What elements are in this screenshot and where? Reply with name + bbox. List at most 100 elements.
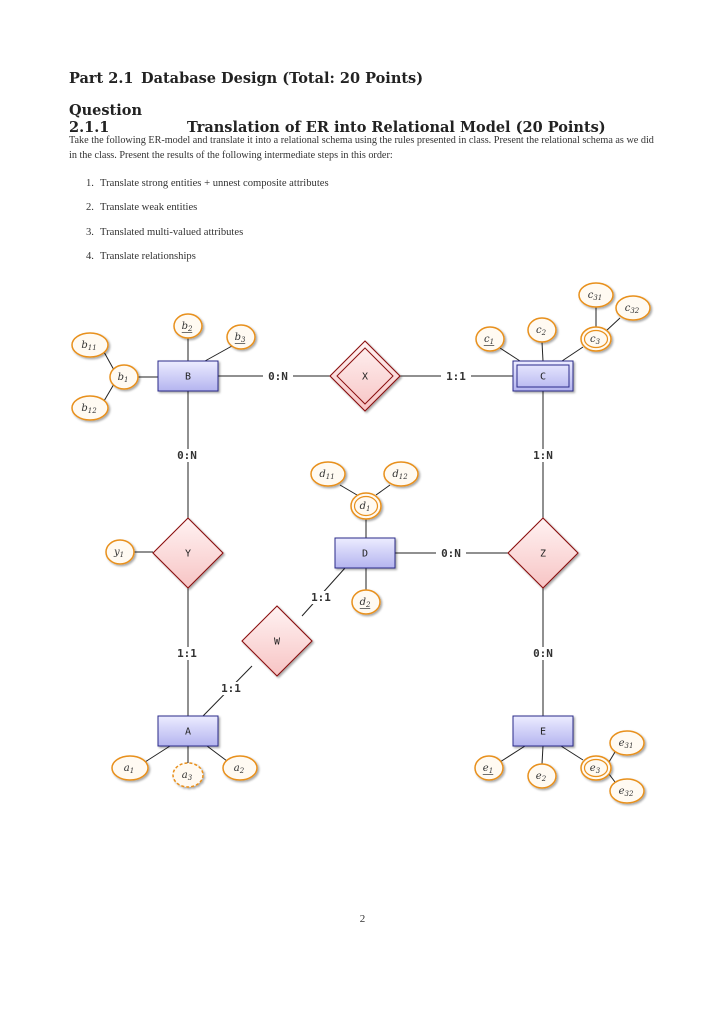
connector-line (499, 347, 521, 362)
connector-line (206, 745, 228, 762)
cardinality-c-z: 1:N (533, 449, 553, 462)
cardinality-a-y: 1:1 (177, 647, 197, 660)
attribute-ellipse (578, 282, 614, 308)
page-number: 2 (359, 913, 366, 925)
cardinality-bg (528, 647, 558, 660)
attribute-b3: b3 (226, 324, 256, 350)
attribute-ellipse (527, 317, 557, 343)
relationship-diamond (152, 517, 224, 589)
relationship-label: Z (540, 549, 546, 560)
connector-line (499, 745, 526, 763)
attribute-label: c3 (590, 334, 601, 346)
attribute-ellipse (474, 755, 504, 781)
entity-d: D (334, 537, 396, 569)
relationship-z: Z (507, 517, 579, 589)
attribute-ellipse (111, 755, 149, 781)
multivalued-inner-ellipse (583, 329, 609, 349)
attribute-ellipse (71, 395, 109, 421)
attribute-a2: a2 (222, 755, 258, 781)
attribute-label: e2 (536, 771, 547, 783)
attribute-e3: e3 (580, 755, 612, 781)
attribute-label: y1 (113, 547, 124, 559)
entity-b: B (157, 360, 219, 392)
attribute-e2: e2 (527, 763, 557, 789)
attribute-ellipse (105, 539, 135, 565)
entity-label: D (362, 549, 368, 560)
attribute-label: c1 (484, 334, 494, 346)
step-item: 1.Translate strong entities + unnest com… (86, 178, 329, 189)
connector-line (103, 383, 115, 402)
relationship-diamond (507, 517, 579, 589)
attribute-label: e32 (619, 786, 634, 798)
attribute-e31: e31 (609, 730, 645, 756)
cardinality-c-x: 1:1 (446, 370, 466, 383)
identifying-inner-diamond (336, 347, 394, 405)
attribute-y1: y1 (105, 539, 135, 565)
cardinality-bg (172, 647, 202, 660)
part-title: Database Design (Total: 20 Points) (141, 70, 424, 87)
attribute-label: c32 (625, 303, 640, 315)
cardinality-bg (436, 547, 466, 560)
attribute-a1: a1 (111, 755, 149, 781)
connector-line (339, 484, 358, 496)
attribute-label: b11 (81, 340, 96, 352)
attribute-ellipse (109, 364, 139, 390)
entity-box (157, 715, 219, 747)
relationship-w: W (241, 605, 313, 677)
attribute-c2: c2 (527, 317, 557, 343)
cardinality-b-x: 0:N (268, 370, 288, 383)
entity-c: C (512, 360, 574, 392)
cardinality-b-y: 0:N (177, 449, 197, 462)
attribute-label: a2 (234, 763, 245, 775)
entity-label: B (185, 372, 191, 383)
connector-line (375, 484, 391, 496)
attribute-label: d1 (360, 501, 371, 513)
attribute-ellipse (383, 461, 419, 487)
connector-line (608, 751, 616, 763)
attribute-b1: b1 (109, 364, 139, 390)
attribute-ellipse (351, 589, 381, 615)
cardinality-bg (528, 449, 558, 462)
relationship-label: Y (185, 549, 191, 560)
attribute-label: a3 (182, 770, 193, 782)
intro-paragraph: Take the following ER-model and translat… (69, 135, 654, 161)
attribute-a3: a3 (172, 762, 204, 788)
relationship-y: Y (152, 517, 224, 589)
step-text: Translate weak entities (100, 202, 198, 214)
cardinality-d-w: 1:1 (311, 591, 331, 604)
relationship-label: X (362, 372, 368, 383)
part-heading: Part 2.1 Database Design (Total: 20 Point… (69, 70, 423, 87)
step-text: Translate relationships (100, 250, 196, 262)
step-item: 2.Translate weak entities (86, 202, 198, 214)
attribute-d1: d1 (350, 492, 382, 520)
attribute-ellipse (71, 332, 109, 358)
cardinality-e-z: 0:N (533, 647, 553, 660)
relationship-diamond (329, 340, 401, 412)
attribute-label: b1 (118, 372, 129, 384)
attribute-label: c2 (536, 325, 547, 337)
connector-line (541, 341, 544, 362)
attribute-c32: c32 (615, 295, 651, 321)
attribute-ellipse (226, 324, 256, 350)
attribute-c3: c3 (580, 326, 612, 352)
attribute-e32: e32 (609, 778, 645, 804)
attribute-label: b2 (182, 321, 193, 333)
attribute-label: e1 (483, 763, 493, 775)
attribute-d12: d12 (383, 461, 419, 487)
question-title: Translation of ER into Relational Model … (187, 119, 606, 136)
entity-box (334, 537, 396, 569)
attribute-label: e3 (590, 763, 601, 775)
attribute-label: e31 (619, 738, 634, 750)
connector-line (608, 773, 616, 783)
attribute-b2: b2 (173, 313, 203, 339)
attribute-d2: d2 (351, 589, 381, 615)
attribute-e1: e1 (474, 755, 504, 781)
part-number: Part 2.1 (69, 70, 134, 87)
entity-box (512, 360, 574, 392)
attribute-b12: b12 (71, 395, 109, 421)
attribute-label: d12 (392, 469, 408, 481)
entity-box (512, 715, 574, 747)
connector-line (103, 351, 115, 371)
